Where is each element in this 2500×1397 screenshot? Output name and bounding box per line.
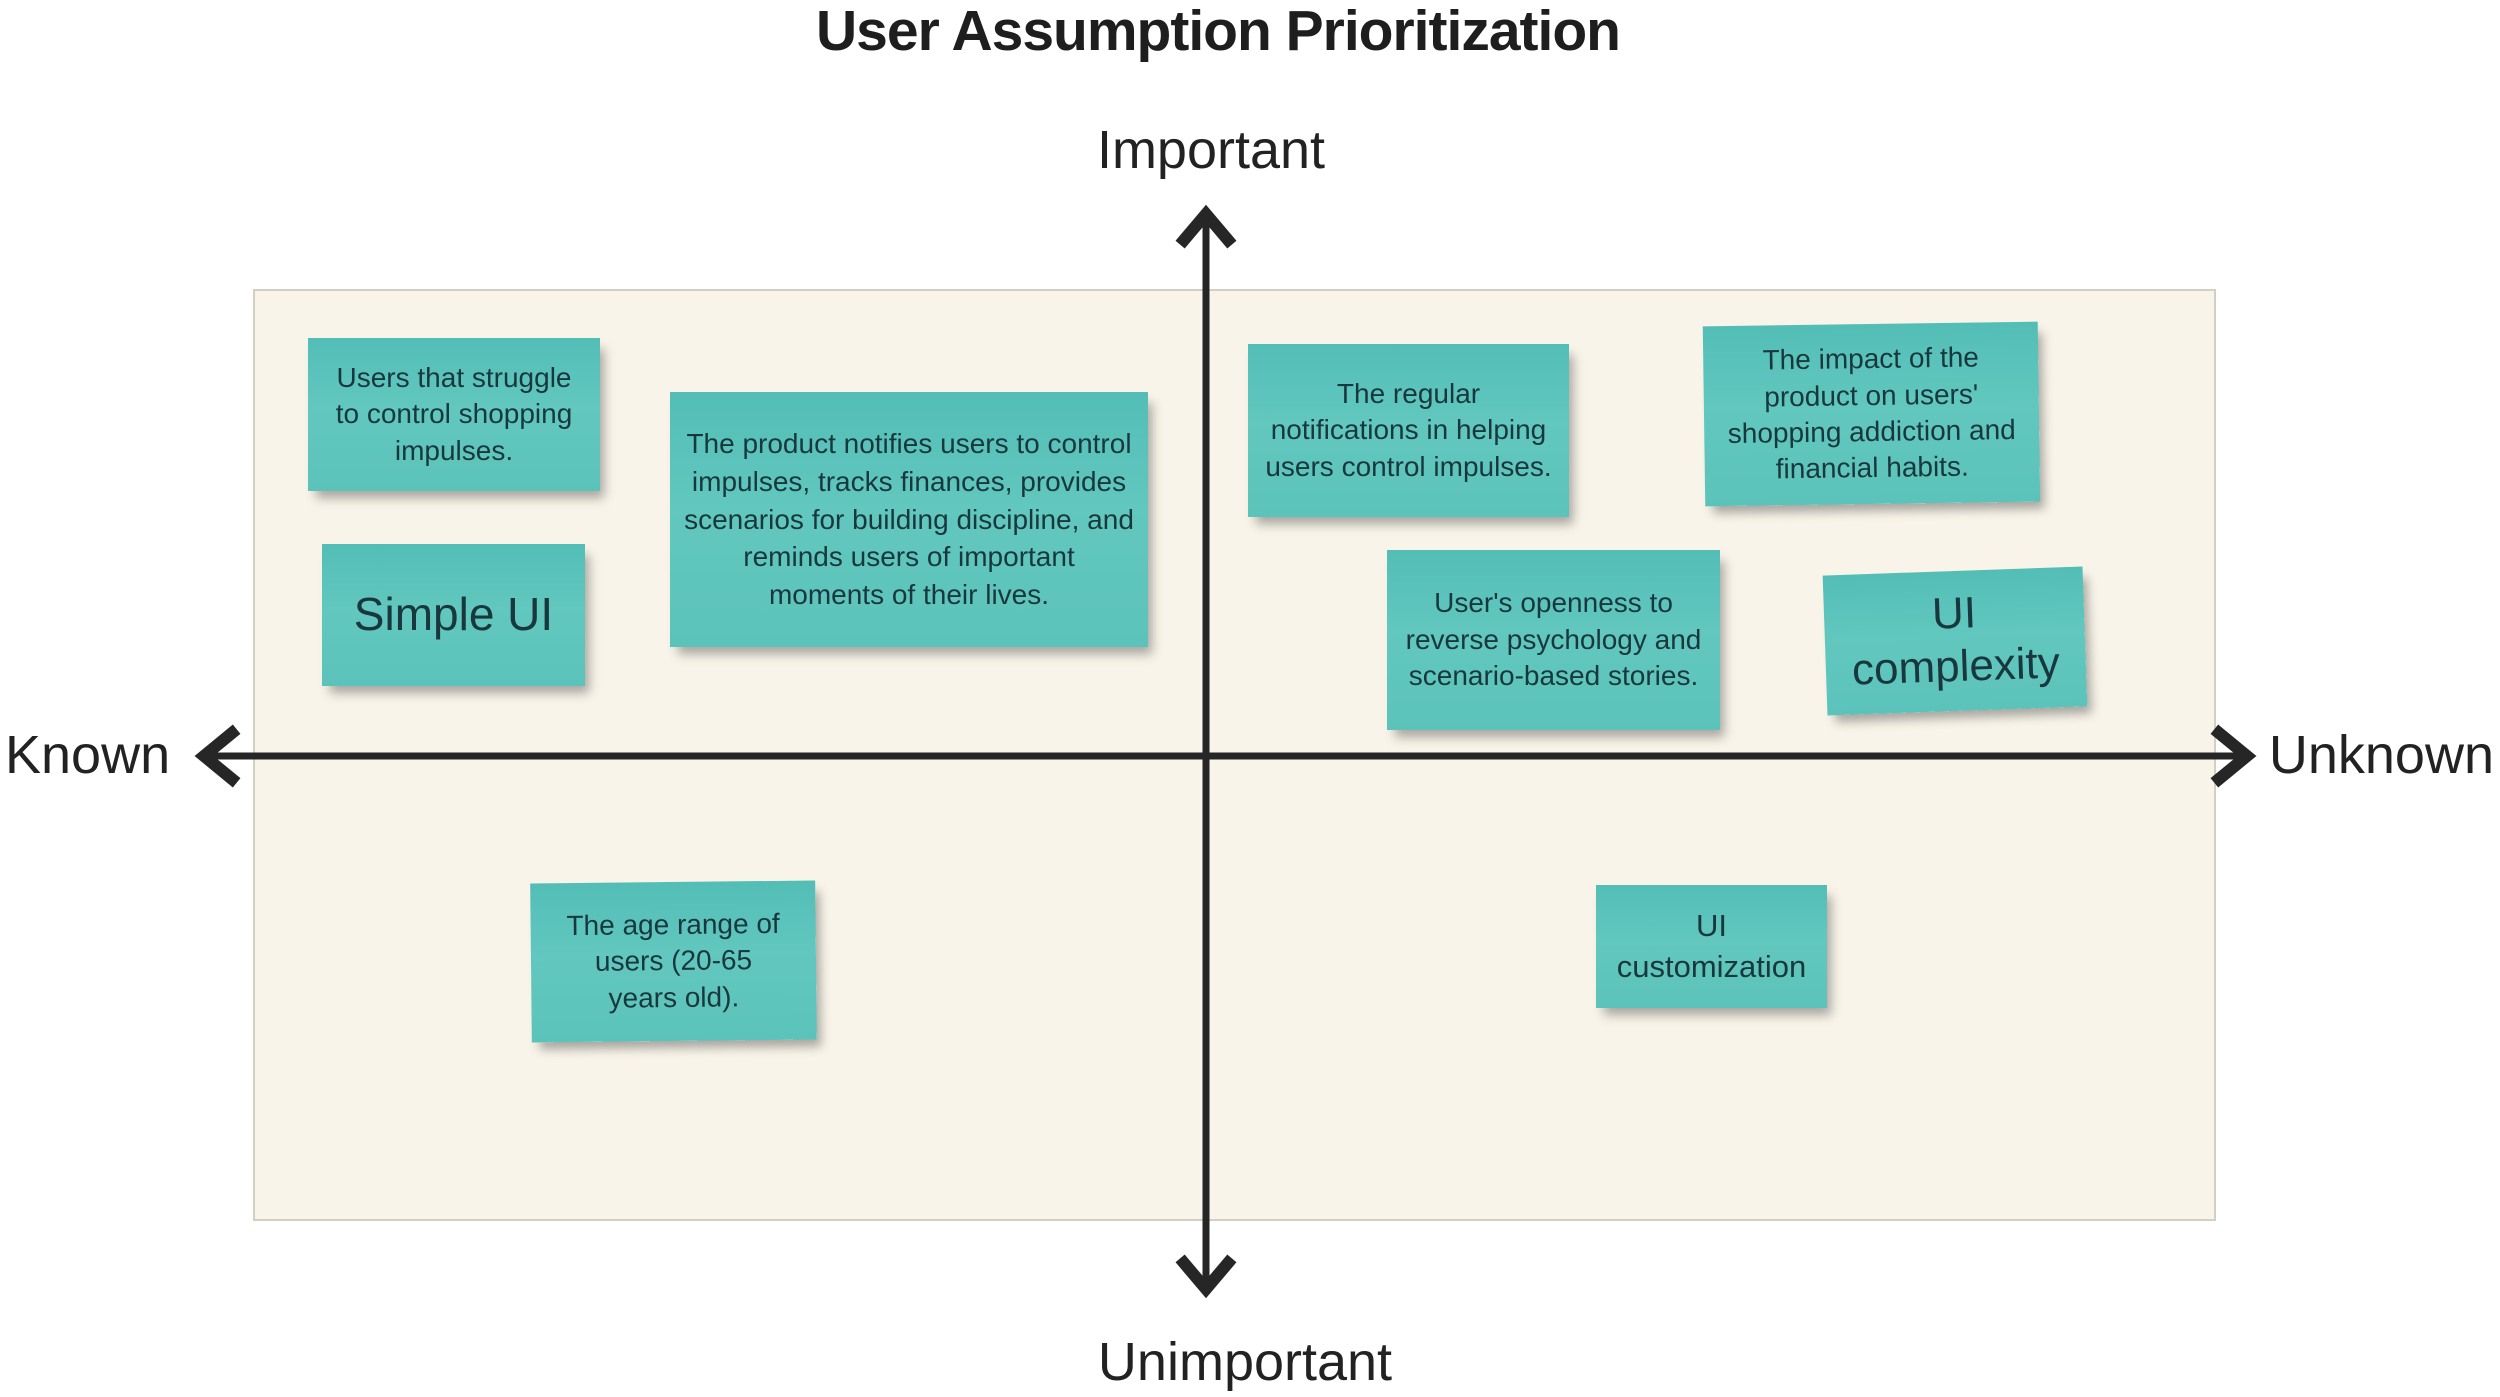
sticky-note-ui-customization[interactable]: UI customization xyxy=(1596,885,1827,1008)
down-arrowhead-icon xyxy=(1175,1254,1237,1299)
sticky-note-age-range[interactable]: The age range of users (20-65 years old)… xyxy=(530,880,817,1043)
sticky-note-text: The impact of the product on users' shop… xyxy=(1727,341,2016,485)
sticky-note-text: User's openness to reverse psychology an… xyxy=(1405,587,1702,692)
sticky-note-product-impact[interactable]: The impact of the product on users' shop… xyxy=(1702,321,2041,507)
sticky-note-text: Users that struggle to control shopping … xyxy=(335,361,573,466)
sticky-note-product-description[interactable]: The product notifies users to control im… xyxy=(670,392,1148,647)
sticky-note-text: The regular notifications in helping use… xyxy=(1265,377,1552,482)
sticky-note-ui-complexity[interactable]: UI complexity xyxy=(1822,566,2088,716)
axis-label-unimportant: Unimportant xyxy=(1097,1332,1393,1392)
up-arrowhead-icon xyxy=(1175,204,1237,249)
sticky-note-text: The product notifies users to control im… xyxy=(684,428,1134,611)
sticky-note-text: UI customization xyxy=(1616,908,1807,984)
sticky-note-text: Simple UI xyxy=(353,588,554,641)
sticky-note-regular-notifications[interactable]: The regular notifications in helping use… xyxy=(1248,344,1569,517)
left-arrowhead-icon xyxy=(194,724,241,788)
sticky-note-users-struggle[interactable]: Users that struggle to control shopping … xyxy=(308,338,600,491)
sticky-note-text: The age range of users (20-65 years old)… xyxy=(566,907,780,1014)
sticky-note-simple-ui[interactable]: Simple UI xyxy=(322,544,585,686)
page-title: User Assumption Prioritization xyxy=(816,0,1621,63)
axis-label-important: Important xyxy=(1096,120,1326,180)
axis-label-unknown: Unknown xyxy=(2268,724,2494,785)
axis-label-known: Known xyxy=(5,724,171,785)
sticky-note-reverse-psychology[interactable]: User's openness to reverse psychology an… xyxy=(1387,550,1720,730)
sticky-note-text: UI complexity xyxy=(1851,588,2061,695)
right-arrowhead-icon xyxy=(2210,724,2257,788)
